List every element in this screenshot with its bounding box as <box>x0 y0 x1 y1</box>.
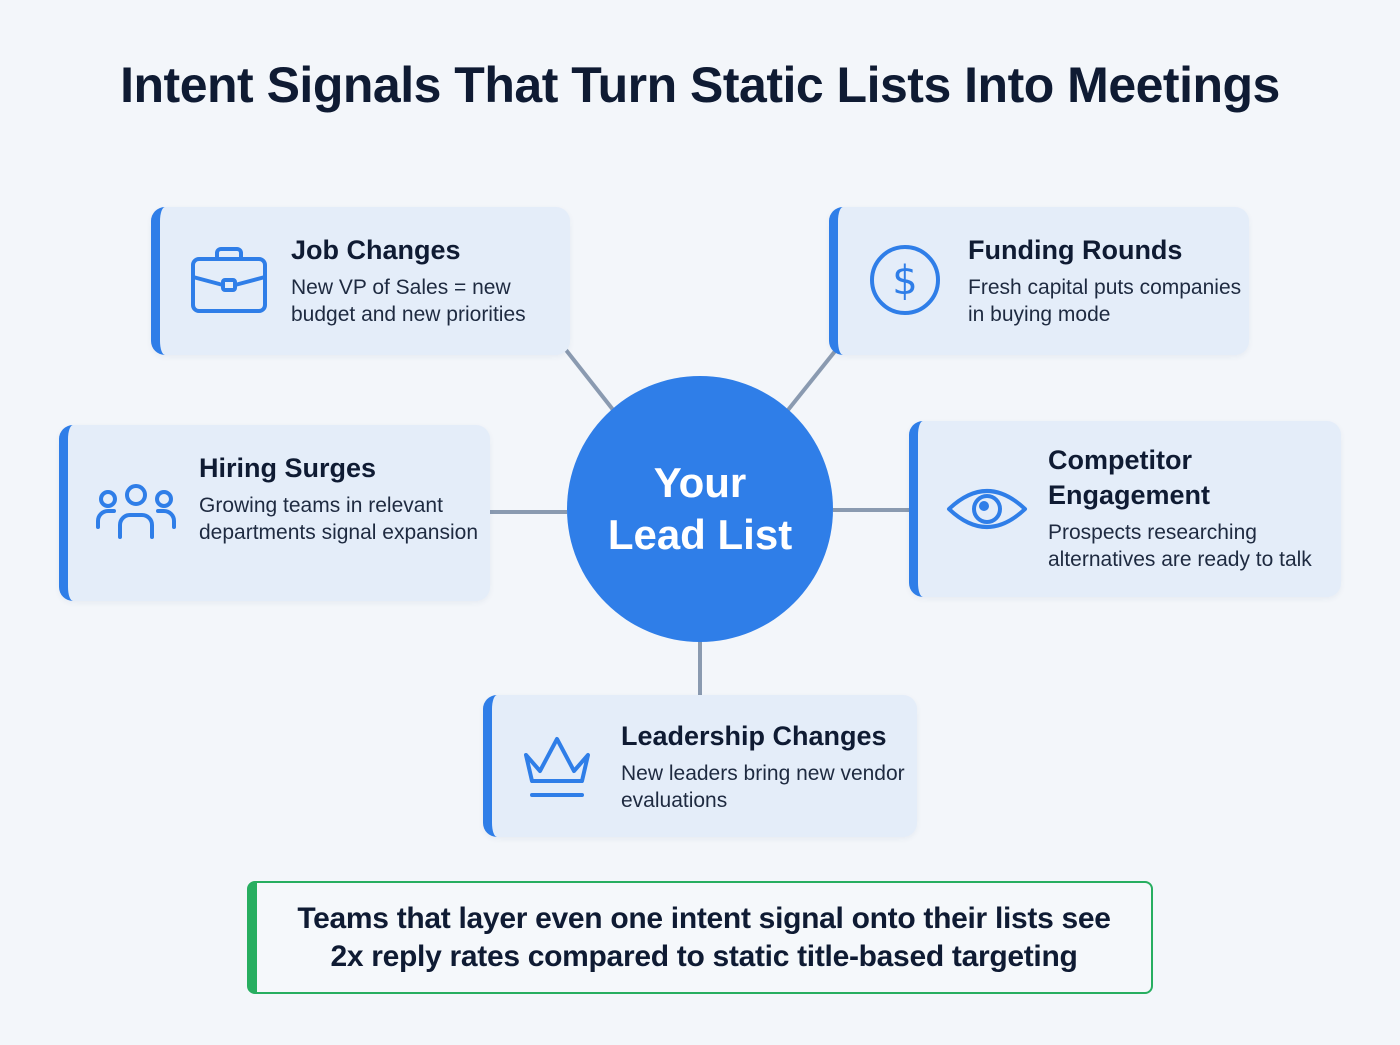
signal-description: New VP of Sales = new budget and new pri… <box>291 276 526 326</box>
signal-heading: Hiring Surges <box>199 453 377 483</box>
connector-funding-rounds <box>786 348 838 412</box>
signal-heading: Funding Rounds <box>968 235 1183 265</box>
signal-description: New leaders bring new vendor evaluations <box>621 762 905 812</box>
connector-job-changes <box>564 348 616 413</box>
briefcase-icon <box>191 247 267 313</box>
callout-line2: 2x reply rates compared to static title-… <box>330 939 1078 973</box>
signal-card-funding-rounds: $ Funding Rounds Fresh capital puts comp… <box>829 207 1249 355</box>
signal-card-job-changes: Job Changes New VP of Sales = new budget… <box>151 207 570 355</box>
signal-heading: Leadership Changes <box>621 721 887 751</box>
hub-lead-list: Your Lead List <box>567 376 833 642</box>
svg-text:$: $ <box>892 258 917 304</box>
dollar-circle-icon: $ <box>870 245 940 315</box>
signal-heading: Job Changes <box>291 235 461 265</box>
callout-line1: Teams that layer even one intent signal … <box>297 901 1111 935</box>
hub-label-line1: Your <box>653 459 747 506</box>
team-icon <box>96 484 176 539</box>
crown-icon <box>524 737 590 797</box>
hub-label-line2: Lead List <box>607 511 793 558</box>
eye-icon <box>947 489 1027 529</box>
page-title: Intent Signals That Turn Static Lists In… <box>120 57 1280 113</box>
signal-description: Prospects researching alternatives are r… <box>1048 521 1312 571</box>
stat-callout: Teams that layer even one intent signal … <box>247 881 1153 994</box>
signal-heading: Competitor Engagement <box>1048 445 1211 510</box>
signal-card-leadership-changes: Leadership Changes New leaders bring new… <box>483 695 917 837</box>
signal-card-hiring-surges: Hiring Surges Growing teams in relevant … <box>59 425 490 601</box>
signal-card-competitor-engagement: Competitor Engagement Prospects research… <box>909 421 1341 597</box>
signal-description: Fresh capital puts companies in buying m… <box>968 276 1242 326</box>
signal-description: Growing teams in relevant departments si… <box>199 494 479 544</box>
